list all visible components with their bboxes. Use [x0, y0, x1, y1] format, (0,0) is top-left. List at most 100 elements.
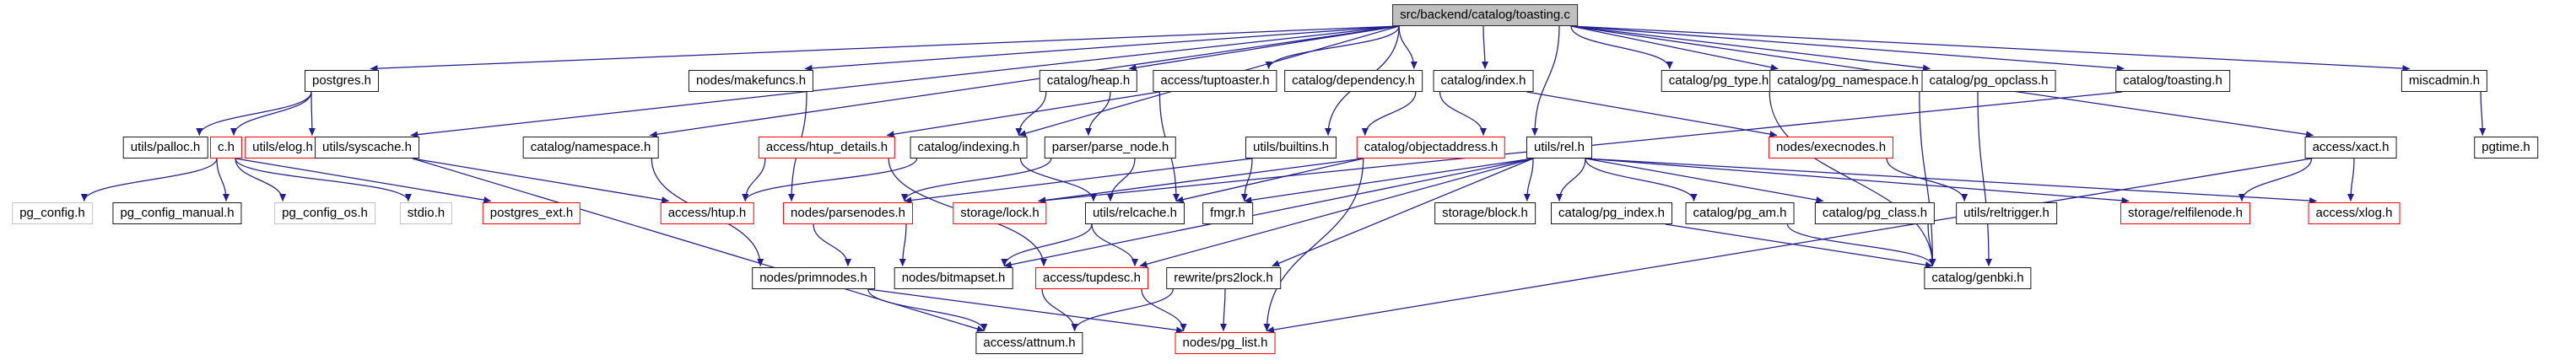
graph-node-c-h[interactable]: c.h	[209, 137, 243, 159]
include-edge	[1091, 223, 1138, 266]
graph-node-utils-relcache-h[interactable]: utils/relcache.h	[1084, 202, 1185, 224]
include-edge	[901, 158, 1052, 201]
include-edge	[2238, 158, 2313, 201]
graph-node-catalog-pg-class-h[interactable]: catalog/pg_class.h	[1814, 202, 1936, 224]
graph-node-pg-config-h: pg_config.h	[12, 202, 93, 224]
include-edge	[1244, 158, 1534, 204]
include-edge	[1001, 223, 1093, 266]
include-edge	[1585, 158, 1698, 201]
graph-node-catalog-heap-h[interactable]: catalog/heap.h	[1039, 70, 1138, 92]
include-edge	[1439, 91, 1487, 136]
include-edge	[1570, 25, 2125, 72]
include-edge	[1531, 25, 1560, 136]
graph-node-nodes-bitmapset-h[interactable]: nodes/bitmapset.h	[894, 267, 1013, 289]
graph-node-catalog-genbki-h[interactable]: catalog/genbki.h	[1924, 267, 2032, 289]
include-edge	[1481, 25, 1488, 69]
graph-node-fmgr-h[interactable]: fmgr.h	[1202, 202, 1253, 224]
include-edge	[216, 158, 230, 201]
include-edge	[649, 25, 1400, 138]
include-edge	[1927, 223, 1936, 266]
include-edge	[1585, 158, 2130, 204]
include-edge	[1570, 25, 1931, 72]
include-edge	[1266, 158, 2312, 334]
graph-node-parser-parse-node-h[interactable]: parser/parse_node.h	[1044, 137, 1177, 159]
include-edge	[1361, 91, 1417, 136]
include-edge	[1398, 25, 1418, 69]
graph-node-pg-config-manual-h[interactable]: pg_config_manual.h	[112, 202, 242, 224]
graph-node-access-htup-h[interactable]: access/htup.h	[660, 202, 754, 224]
include-edge	[1523, 158, 1534, 201]
graph-node-nodes-makefuncs-h[interactable]: nodes/makefuncs.h	[688, 70, 814, 92]
include-edge	[1220, 288, 1228, 331]
graph-node-miscadmin-h[interactable]: miscadmin.h	[2400, 70, 2488, 92]
graph-node-access-xlog-h[interactable]: access/xlog.h	[2308, 202, 2400, 224]
include-edge	[1786, 223, 1936, 266]
graph-node-access-tupdesc-h[interactable]: access/tupdesc.h	[1035, 267, 1148, 289]
include-edge	[886, 91, 1160, 138]
include-edge	[1585, 158, 1824, 203]
graph-node-catalog-indexing-h[interactable]: catalog/indexing.h	[910, 137, 1028, 159]
include-edge	[230, 91, 312, 136]
graph-node-access-attnum-h[interactable]: access/attnum.h	[975, 332, 1083, 354]
include-edge	[1585, 158, 2318, 204]
graph-node-utils-palloc-h[interactable]: utils/palloc.h	[122, 137, 208, 159]
include-edge	[2347, 158, 2355, 201]
graph-node-nodes-pg-list-h[interactable]: nodes/pg_list.h	[1175, 332, 1276, 354]
include-edge	[1665, 223, 1933, 269]
graph-node-nodes-parsenodes-h[interactable]: nodes/parsenodes.h	[783, 202, 913, 224]
graph-node-access-xact-h[interactable]: access/xact.h	[2304, 137, 2397, 159]
graph-node-nodes-primnodes-h[interactable]: nodes/primnodes.h	[752, 267, 875, 289]
graph-node-access-htup-details-h[interactable]: access/htup_details.h	[758, 137, 896, 159]
graph-node-catalog-toasting-h[interactable]: catalog/toasting.h	[2115, 70, 2230, 92]
graph-node-catalog-dependency-h[interactable]: catalog/dependency.h	[1284, 70, 1423, 92]
include-edge	[1015, 91, 1047, 136]
include-edge	[1003, 158, 1534, 268]
graph-node-rewrite-prs2lock-h[interactable]: rewrite/prs2lock.h	[1166, 267, 1281, 289]
include-edge	[80, 158, 218, 201]
include-edge	[1556, 158, 1586, 201]
graph-node-utils-elog-h[interactable]: utils/elog.h	[245, 137, 321, 159]
include-edge	[1107, 158, 1136, 201]
graph-node-utils-reltrigger-h[interactable]: utils/reltrigger.h	[1956, 202, 2057, 224]
include-edge	[867, 288, 988, 331]
include-edge	[1263, 158, 1364, 331]
graph-node-catalog-objectaddress-h[interactable]: catalog/objectaddress.h	[1356, 137, 1506, 159]
graph-node-utils-builtins-h[interactable]: utils/builtins.h	[1245, 137, 1337, 159]
include-edge	[1019, 158, 1097, 201]
graph-node-postgres-ext-h[interactable]: postgres_ext.h	[482, 202, 581, 224]
graph-node-storage-relfilenode-h[interactable]: storage/relfilenode.h	[2120, 202, 2250, 224]
graph-node-catalog-pg-opclass-h[interactable]: catalog/pg_opclass.h	[1921, 70, 2056, 92]
graph-node-storage-lock-h[interactable]: storage/lock.h	[953, 202, 1047, 224]
graph-node-utils-rel-h[interactable]: utils/rel.h	[1526, 137, 1593, 159]
include-edge	[2479, 91, 2487, 136]
include-edge	[1526, 91, 1778, 137]
graph-node-catalog-namespace-h[interactable]: catalog/namespace.h	[522, 137, 659, 159]
graph-node-pgtime-h[interactable]: pgtime.h	[2474, 137, 2538, 159]
include-edge	[1570, 25, 2411, 73]
include-edge	[1886, 158, 1968, 201]
graph-node-catalog-pg-type-h[interactable]: catalog/pg_type.h	[1661, 70, 1777, 92]
graph-node-main: src/backend/catalog/toasting.c	[1392, 4, 1578, 26]
include-edge	[235, 158, 287, 201]
include-edge	[196, 91, 312, 136]
graph-node-storage-block-h[interactable]: storage/block.h	[1434, 202, 1536, 224]
graph-node-postgres-h[interactable]: postgres.h	[304, 70, 380, 92]
graph-node-utils-syscache-h[interactable]: utils/syscache.h	[315, 137, 419, 159]
include-edge	[1141, 288, 1187, 331]
include-edge	[813, 223, 851, 266]
include-edge	[742, 158, 766, 201]
include-edge	[1128, 25, 1400, 72]
graph-node-catalog-pg-namespace-h[interactable]: catalog/pg_namespace.h	[1769, 70, 1926, 92]
graph-node-catalog-pg-am-h[interactable]: catalog/pg_am.h	[1685, 202, 1795, 224]
graph-node-catalog-pg-index-h[interactable]: catalog/pg_index.h	[1551, 202, 1672, 224]
graph-node-nodes-execnodes-h[interactable]: nodes/execnodes.h	[1768, 137, 1894, 159]
include-edge	[742, 158, 918, 201]
include-edge	[1038, 158, 1364, 204]
include-edge	[370, 25, 1400, 73]
include-edge	[1265, 25, 1400, 69]
include-edge	[899, 223, 907, 266]
include-edge	[1240, 158, 1253, 201]
graph-node-access-tuptoaster-h[interactable]: access/tuptoaster.h	[1153, 70, 1277, 92]
graph-node-catalog-index-h[interactable]: catalog/index.h	[1433, 70, 1534, 92]
